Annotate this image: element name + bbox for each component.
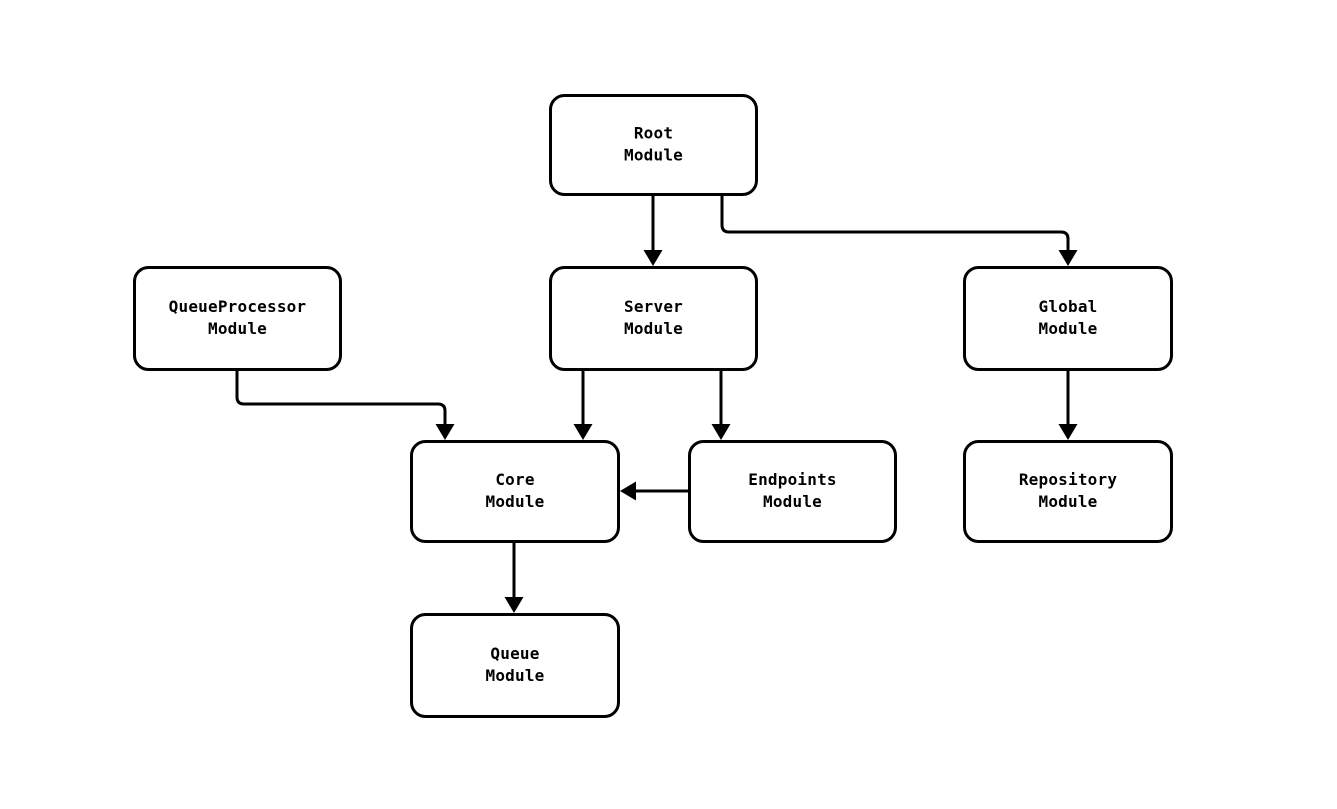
arrow-head-icon bbox=[1058, 250, 1078, 266]
node-box[interactable] bbox=[410, 440, 620, 543]
node-label-line1: Core bbox=[495, 470, 534, 489]
node-label-line2: Module bbox=[1039, 492, 1098, 511]
node-label-line2: Module bbox=[763, 492, 822, 511]
node-label-line1: QueueProcessor bbox=[169, 297, 307, 316]
node-label-line2: Module bbox=[486, 492, 545, 511]
arrow-head-icon bbox=[1058, 424, 1078, 440]
node-label-line1: Queue bbox=[490, 644, 539, 663]
node-label-line1: Global bbox=[1039, 297, 1098, 316]
node-label-line1: Endpoints bbox=[748, 470, 837, 489]
arrow-head-icon bbox=[711, 424, 731, 440]
arrow-head-icon bbox=[504, 597, 524, 613]
node-box[interactable] bbox=[963, 440, 1173, 543]
node-label-line2: Module bbox=[624, 319, 683, 338]
node-box[interactable] bbox=[963, 266, 1173, 371]
node-box[interactable] bbox=[688, 440, 897, 543]
node-box[interactable] bbox=[549, 266, 758, 371]
edge-root-to-global bbox=[720, 196, 1078, 266]
node-box[interactable] bbox=[410, 613, 620, 718]
nodes-layer: RootModuleQueueProcessorModuleServerModu… bbox=[133, 94, 1173, 718]
edge-line bbox=[720, 196, 1070, 252]
edge-server-to-core bbox=[573, 371, 593, 440]
node-label-line2: Module bbox=[208, 319, 267, 338]
edge-server-to-endpoints bbox=[711, 371, 731, 440]
edge-root-to-server bbox=[643, 196, 663, 266]
edge-global-to-repository bbox=[1058, 371, 1078, 440]
arrow-head-icon bbox=[435, 424, 455, 440]
arrow-head-icon bbox=[643, 250, 663, 266]
edge-queueprocessor-to-core bbox=[235, 371, 455, 440]
node-label-line1: Server bbox=[624, 297, 683, 316]
node-label-line1: Root bbox=[634, 124, 673, 143]
node-box[interactable] bbox=[549, 94, 758, 196]
edge-core-to-queue bbox=[504, 543, 524, 613]
arrow-head-icon bbox=[620, 481, 636, 501]
node-box[interactable] bbox=[133, 266, 342, 371]
node-label-line2: Module bbox=[624, 146, 683, 165]
edge-line bbox=[235, 371, 447, 426]
edges-layer bbox=[235, 196, 1078, 613]
edge-endpoints-to-core bbox=[620, 481, 688, 501]
node-label-line1: Repository bbox=[1019, 470, 1117, 489]
node-label-line2: Module bbox=[1039, 319, 1098, 338]
arrow-head-icon bbox=[573, 424, 593, 440]
node-label-line2: Module bbox=[486, 666, 545, 685]
